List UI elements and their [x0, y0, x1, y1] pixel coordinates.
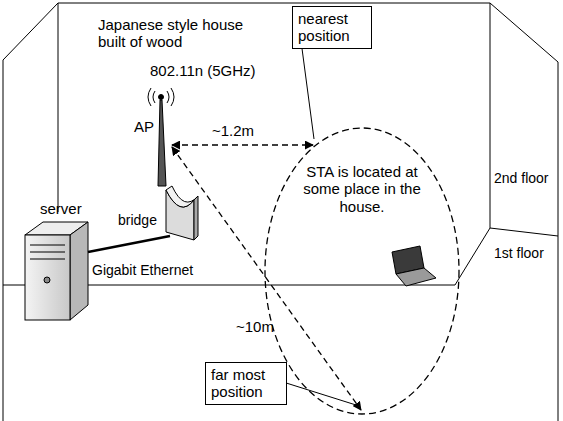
house-edge [58, 3, 490, 4]
radio-wave [167, 91, 169, 103]
floor-edge [455, 228, 490, 285]
server-slot [30, 252, 65, 253]
antenna-rod [158, 100, 166, 186]
house-edge [490, 3, 558, 62]
callout-text: nearest position [298, 10, 366, 45]
ethernet-cable [88, 236, 170, 252]
laptop-icon [392, 246, 436, 286]
server-front [25, 235, 70, 320]
bridge-icon [166, 186, 198, 240]
area-text: STA is located at some place in the hous… [297, 163, 427, 215]
floor-label: 1st floor [494, 245, 544, 261]
floor-edge [490, 228, 558, 236]
server-slot [30, 245, 65, 246]
floor-label: 2nd floor [494, 170, 548, 186]
leader-lines [287, 49, 356, 406]
device-name: AP [134, 118, 154, 135]
house-edge [58, 3, 59, 212]
radio-wave [148, 88, 151, 106]
antenna-tip [159, 95, 164, 100]
radio-wave [153, 91, 155, 103]
distance-arrow [172, 144, 313, 145]
server-slot [30, 259, 65, 260]
server-side [70, 222, 88, 320]
sta-area: STA is located at some place in the hous… [262, 125, 462, 417]
house-edge [3, 60, 4, 421]
callout-text: far most position [211, 366, 281, 401]
house-wireframe [3, 3, 558, 421]
server-button [44, 277, 50, 283]
house-edge [558, 62, 559, 421]
callout-box: nearest position [292, 6, 372, 49]
device-name: bridge [118, 212, 157, 228]
server-icon [25, 222, 88, 320]
radio-wave [171, 88, 174, 106]
antenna-icon [148, 88, 174, 186]
callout-box: far most position [205, 362, 287, 405]
house-edge [490, 3, 491, 228]
distance-label: ~1.2m [212, 122, 254, 139]
leader-line [302, 49, 314, 140]
laptop-base [396, 268, 436, 286]
radio-standard: 802.11n (5GHz) [150, 62, 256, 79]
house-edge [3, 3, 58, 60]
link-label: Gigabit Ethernet [92, 262, 193, 278]
house-caption: Japanese style house built of wood [98, 16, 250, 51]
bridge-top [166, 186, 198, 207]
device-name: server [40, 200, 82, 217]
dashed-ellipse [265, 128, 459, 414]
bridge-side [194, 196, 198, 240]
leader-line [287, 383, 356, 405]
distance-label: ~10m [236, 318, 274, 335]
